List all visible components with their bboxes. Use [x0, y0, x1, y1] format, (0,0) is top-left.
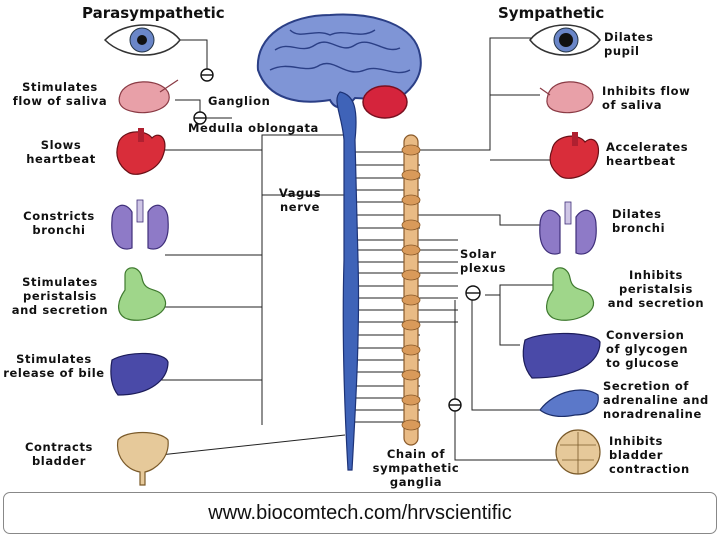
medulla-oblongata-label: Medulla oblongata: [188, 121, 319, 135]
ganglion-marker-adrenal: [448, 398, 462, 412]
right-stomach-icon: [546, 267, 594, 321]
cerebellum-icon: [362, 85, 408, 119]
left-label-bile: Stimulates release of bile: [3, 352, 105, 380]
left-lungs-icon: [111, 199, 169, 250]
sympathetic-chain-icon: [401, 134, 421, 446]
right-label-bronchi: Dilates bronchi: [612, 207, 666, 235]
left-label-bladder: Contracts bladder: [24, 440, 93, 468]
footer-bar: [3, 492, 717, 534]
spinal-cord-icon: [336, 91, 360, 471]
right-liver-icon: [522, 332, 601, 379]
left-bladder-icon: [116, 431, 169, 486]
right-label-peristalsis: Inhibits peristalsis and secretion: [607, 268, 705, 310]
left-salivary-gland-icon: [118, 79, 179, 114]
parasympathetic-heading: Parasympathetic: [82, 4, 225, 22]
right-label-glycogen: Conversion of glycogen to glucose: [606, 328, 689, 370]
left-label-heart: Slows heartbeat: [26, 138, 96, 166]
left-heart-icon: [116, 128, 166, 175]
vagus-nerve-label: Vagus nerve: [278, 186, 322, 214]
ganglion-marker-eye: [200, 68, 214, 82]
ganglion-label: Ganglion: [208, 94, 271, 108]
right-label-heart: Accelerates heartbeat: [606, 140, 689, 168]
sympathetic-ganglia-label: Chain of sympathetic ganglia: [372, 447, 460, 489]
solar-plexus-label: Solar plexus: [460, 247, 507, 275]
right-adrenal-gland-icon: [539, 389, 599, 417]
right-bladder-icon: [555, 429, 601, 475]
brain-icon: [256, 13, 422, 119]
right-salivary-gland-icon: [539, 81, 594, 114]
right-heart-icon: [549, 132, 600, 179]
right-label-adrenaline: Secretion of adrenaline and noradrenalin…: [603, 379, 709, 421]
left-eye-icon: [103, 24, 181, 56]
right-label-bladder: Inhibits bladder contraction: [609, 434, 690, 476]
right-label-pupil: Dilates pupil: [604, 30, 654, 58]
left-liver-icon: [110, 352, 169, 396]
left-label-bronchi: Constricts bronchi: [23, 209, 95, 237]
right-lungs-icon: [539, 201, 597, 255]
footer-url[interactable]: www.biocomtech.com/hrvscientific: [208, 502, 512, 524]
sympathetic-heading: Sympathetic: [498, 4, 605, 22]
solar-plexus-marker: [465, 285, 481, 301]
left-label-saliva: Stimulates flow of saliva: [12, 80, 108, 108]
right-eye-icon: [529, 24, 601, 56]
left-label-peristalsis: Stimulates peristalsis and secretion: [11, 275, 109, 317]
ganglion-marker-saliva: [193, 111, 207, 125]
right-label-saliva: Inhibits flow of saliva: [602, 84, 691, 112]
left-stomach-icon: [118, 267, 166, 321]
